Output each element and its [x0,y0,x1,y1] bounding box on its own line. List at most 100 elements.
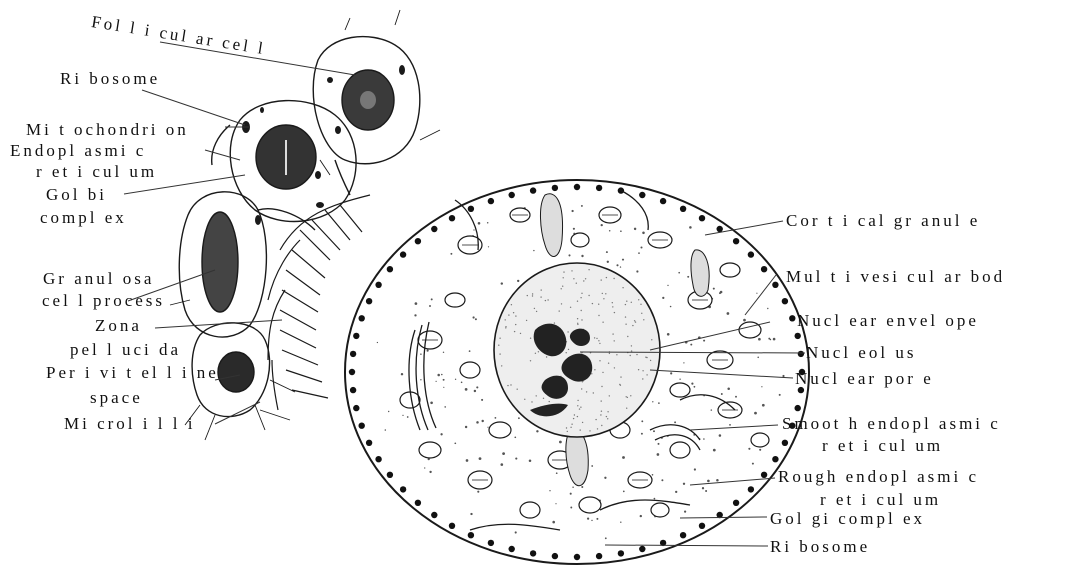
nucleoplasm-stipple-dot [591,373,592,374]
nucleoplasm-stipple-dot [638,299,639,300]
nucleoplasm-stipple-dot [573,418,574,419]
cytoplasm-stipple-dot [559,441,562,444]
nucleoplasm-stipple-dot [549,401,550,402]
nucleoplasm-stipple-dot [612,306,613,307]
nucleoplasm-stipple-dot [577,405,578,406]
nucleoplasm-stipple-dot [499,353,500,354]
nucleoplasm-stipple-dot [535,353,536,354]
cytoplasm-stipple-dot [587,517,589,519]
cytoplasm-stipple-dot [465,426,467,428]
nucleoplasm-stipple-dot [520,333,521,334]
cytoplasm-stipple-dot [754,412,757,415]
cytoplasm-stipple-dot [713,288,715,290]
cortical-granule-dot [366,298,372,304]
nucleoplasm-stipple-dot [577,323,578,324]
cytoplasm-stipple-dot [515,531,517,533]
cortical-granule-dot [761,472,767,478]
cytoplasm-stipple-dot [767,308,768,309]
cytoplasm-stipple-dot [727,387,730,390]
cortical-granule-dot [400,486,406,492]
cytoplasm-stipple-dot [502,452,505,455]
nucleoplasm-stipple-dot [641,313,642,314]
nucleoplasm-stipple-dot [602,293,603,294]
cortical-granule-dot [639,192,645,198]
nucleoplasm-stipple-dot [563,271,564,272]
cytoplasm-stipple-dot [658,402,660,404]
nucleoplasm-stipple-dot [570,307,571,308]
nucleoplasm-stipple-dot [581,310,582,311]
cytoplasm-stipple-dot [429,471,431,473]
label-nuclear-envelope: Nucl ear envel ope [797,312,979,329]
nucleoplasm-stipple-dot [646,374,647,375]
cytoplasm-stipple-dot [684,511,686,513]
nucleoplasm-stipple-dot [532,293,533,294]
cortical-granule-dot [596,553,602,559]
cortical-granule-dot [798,351,804,357]
cytoplasm-stipple-dot [377,342,378,343]
nucleoplasm-stipple-dot [594,337,595,338]
cortical-granule-dot [375,282,381,288]
cytoplasm-stipple-dot [440,433,442,435]
cortical-granule-dot [618,550,624,556]
nucleoplasm-stipple-dot [586,391,587,392]
cytoplasm-stipple-dot [568,254,570,256]
cytoplasm-stipple-dot [571,210,573,212]
nucleoplasm-stipple-dot [515,324,516,325]
cortical-granule-dot [488,540,494,546]
cytoplasm-stipple-dot [690,344,692,346]
label-nucleolus: Nucl eol us [806,344,916,361]
nucleoplasm-stipple-dot [513,312,514,313]
cytoplasm-stipple-dot [420,379,421,380]
cytoplasm-stipple-dot [620,230,622,232]
nucleoplasm-stipple-dot [580,407,581,408]
nucleoplasm-stipple-dot [499,338,500,339]
nucleoplasm-stipple-dot [601,386,602,387]
nucleoplasm-stipple-dot [581,293,582,294]
nucleoplasm-stipple-dot [601,400,602,401]
cytoplasm-stipple-dot [605,537,607,539]
nucleoplasm-stipple-dot [559,310,560,311]
nucleoplasm-stipple-dot [605,293,606,294]
cytoplasm-stipple-dot [735,396,737,398]
cytoplasm-stipple-dot [661,479,663,481]
cytoplasm-stipple-dot [657,453,660,456]
nucleoplasm-stipple-dot [588,295,589,296]
nucleoplasm-stipple-dot [585,278,586,279]
nucleoplasm-stipple-dot [614,340,615,341]
nucleoplasm-stipple-dot [547,299,548,300]
nucleoplasm-stipple-dot [501,365,502,366]
nucleoplasm-stipple-dot [632,325,633,326]
nucleoplasm-stipple-dot [505,327,506,328]
nucleoplasm-stipple-dot [651,339,652,340]
label-perivitelline-line1: Per i vi t el l i ne [46,364,219,381]
cortical-granule-dot [353,333,359,339]
cortical-granule-dot [552,185,558,191]
nucleoplasm-stipple-dot [612,333,613,334]
cytoplasm-stipple-dot [444,406,446,408]
nucleoplasm-stipple-dot [583,280,584,281]
nucleoplasm-stipple-dot [573,278,574,279]
cytoplasm-stipple-dot [607,261,609,263]
nucleoplasm-stipple-dot [616,354,617,355]
cytoplasm-stipple-dot [759,449,761,451]
nucleoplasm-stipple-dot [596,338,597,339]
cytoplasm-stipple-dot [640,246,642,248]
nucleoplasm-stipple-dot [511,304,512,305]
cortical-granule-dot [415,238,421,244]
cytoplasm-stipple-dot [475,318,477,320]
nucleoplasm-stipple-dot [580,429,581,430]
cytoplasm-stipple-dot [470,513,472,515]
cytoplasm-stipple-dot [469,350,471,352]
label-golgi-line2: compl ex [40,209,127,226]
cortical-granule-dot [761,266,767,272]
nucleoplasm-stipple-dot [536,311,537,312]
nucleoplasm-stipple-dot [599,360,600,361]
cytoplasm-stipple-dot [674,421,676,423]
cytoplasm-stipple-dot [667,285,668,286]
cytoplasm-stipple-dot [572,486,573,487]
cytoplasm-stipple-dot [385,429,387,431]
cytoplasm-stipple-dot [705,490,707,492]
nucleoplasm-stipple-dot [625,324,626,325]
cytoplasm-stipple-dot [436,381,437,382]
cytoplasm-stipple-dot [415,302,418,305]
